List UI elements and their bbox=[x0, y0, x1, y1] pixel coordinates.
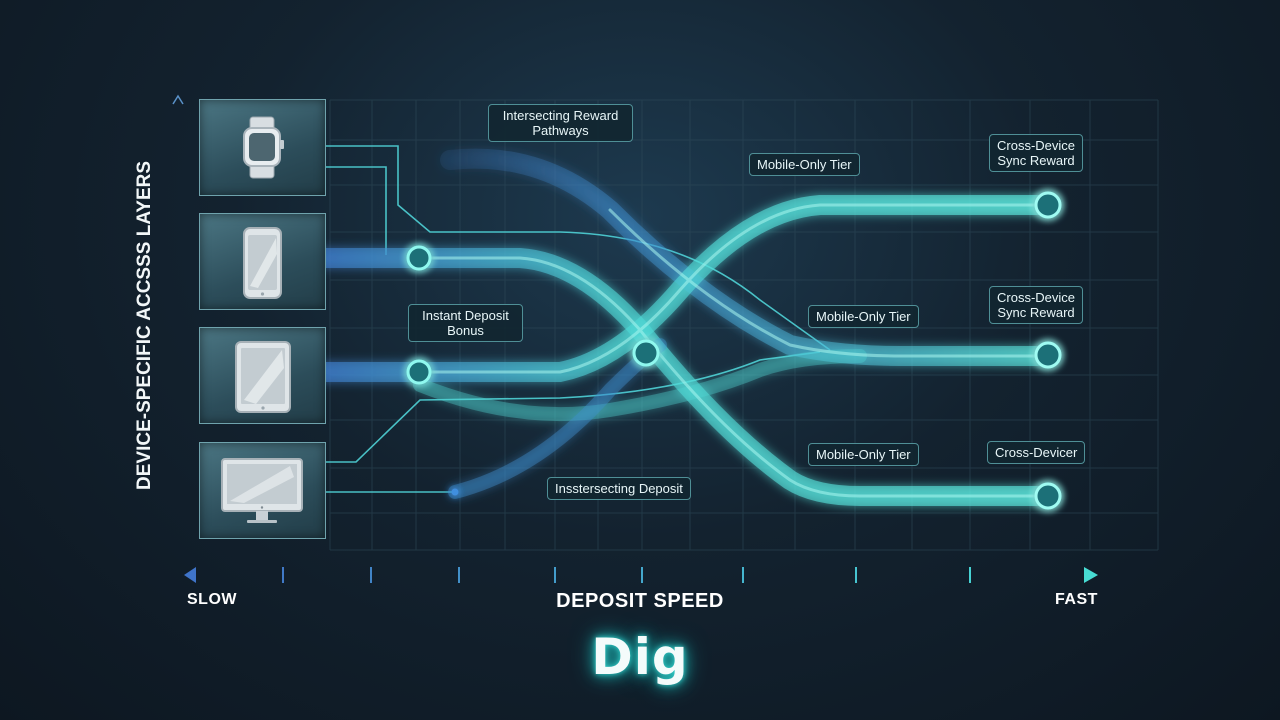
node-tablet bbox=[406, 359, 432, 385]
device-tile-desktop bbox=[199, 442, 326, 539]
callout-intersecting-deposit: Insstersecting Deposit bbox=[547, 477, 691, 500]
x-axis-slow-label: SLOW bbox=[187, 591, 237, 608]
x-axis-left-arrow bbox=[184, 567, 196, 583]
device-tile-tablet bbox=[199, 327, 326, 424]
callout-intersecting-reward-pathways: Intersecting Reward Pathways bbox=[488, 104, 633, 142]
x-axis-title: DEPOSIT SPEED bbox=[556, 590, 724, 612]
callout-mobile-only-tier-top: Mobile-Only Tier bbox=[749, 153, 860, 176]
y-axis-title: DEVICE-SPECIFIC ACCSSS LAYERS bbox=[134, 160, 155, 490]
brand-logo: Dig bbox=[591, 628, 689, 686]
monitor-icon bbox=[221, 458, 303, 523]
node-desktop bbox=[451, 488, 459, 496]
callout-text: Insstersecting Deposit bbox=[555, 481, 683, 496]
device-tile-watch bbox=[199, 99, 326, 196]
callout-text: Cross-Device Sync Reward bbox=[997, 290, 1076, 320]
node-intersection bbox=[632, 339, 660, 367]
node-end-mid bbox=[1034, 341, 1062, 369]
x-axis-fast-label: FAST bbox=[1055, 591, 1098, 608]
callout-text: Mobile-Only Tier bbox=[816, 309, 911, 324]
callout-text: Mobile-Only Tier bbox=[757, 157, 852, 172]
y-axis bbox=[172, 94, 184, 560]
x-axis-right-arrow bbox=[1084, 567, 1098, 583]
phone-icon bbox=[243, 227, 282, 299]
callout-cross-device-sync-top: Cross-Device Sync Reward bbox=[989, 134, 1084, 172]
callout-text: Intersecting Reward Pathways bbox=[502, 108, 619, 138]
callout-instant-deposit-bonus: Instant Deposit Bonus bbox=[408, 304, 523, 342]
callout-cross-device-sync-mid: Cross-Device Sync Reward bbox=[989, 286, 1084, 324]
callout-mobile-only-tier-bottom: Mobile-Only Tier bbox=[808, 443, 919, 466]
node-phone bbox=[406, 245, 432, 271]
callout-text: Cross-Device Sync Reward bbox=[997, 138, 1076, 168]
node-end-bottom bbox=[1034, 482, 1062, 510]
callout-text: Cross-Devicer bbox=[995, 445, 1078, 460]
tablet-icon bbox=[235, 341, 291, 413]
pathway-nodes bbox=[406, 191, 1062, 510]
device-tile-phone bbox=[199, 213, 326, 310]
watch-icon bbox=[243, 116, 284, 179]
callout-text: Instant Deposit Bonus bbox=[422, 308, 509, 338]
callout-text: Mobile-Only Tier bbox=[816, 447, 911, 462]
callout-cross-devicer: Cross-Devicer bbox=[987, 441, 1086, 464]
node-end-top bbox=[1034, 191, 1062, 219]
callout-mobile-only-tier-mid: Mobile-Only Tier bbox=[808, 305, 919, 328]
x-axis bbox=[184, 567, 1098, 583]
